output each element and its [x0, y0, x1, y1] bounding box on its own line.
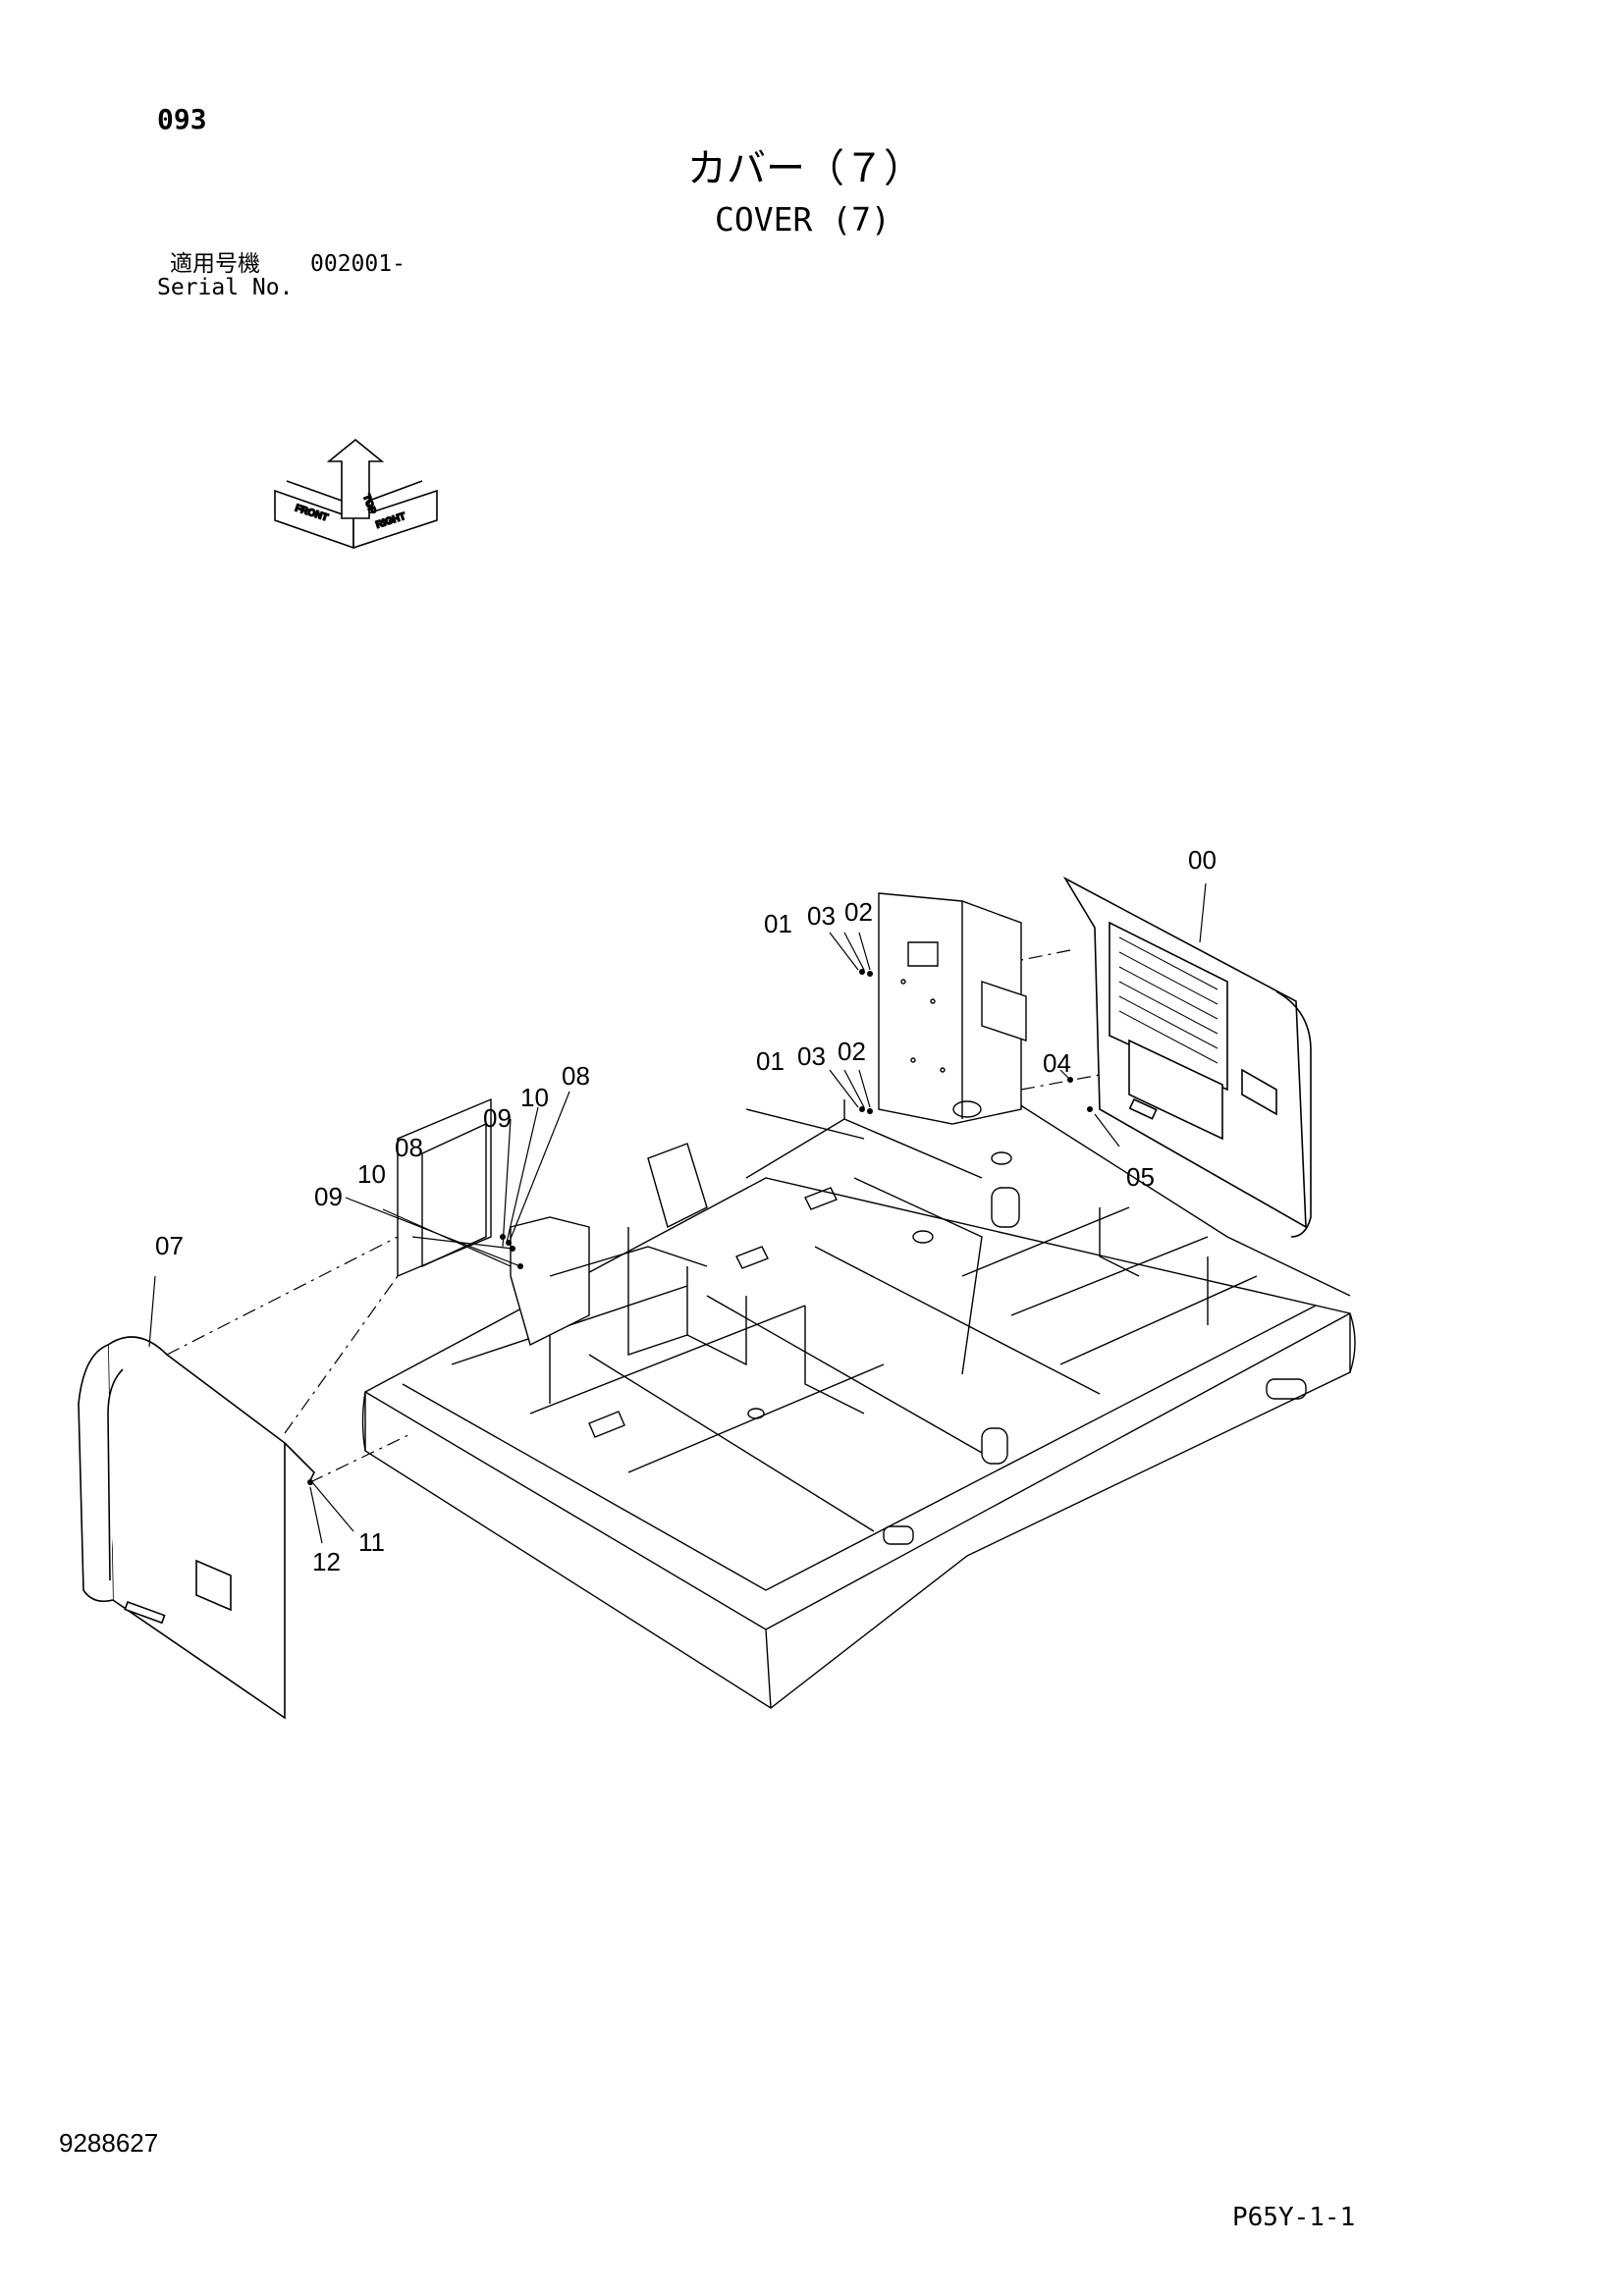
leader-lines	[149, 883, 1206, 1543]
callout-01: 01	[756, 1046, 785, 1076]
serial-label-japanese: 適用号機	[170, 251, 260, 277]
callout-04: 04	[1043, 1048, 1071, 1078]
callout-02: 02	[838, 1037, 866, 1066]
callout-08: 08	[562, 1061, 590, 1091]
callout-05: 05	[1126, 1162, 1155, 1192]
callout-12: 12	[312, 1547, 341, 1576]
callout-00: 00	[1188, 845, 1217, 875]
callout-01: 01	[764, 909, 792, 938]
document-number: 9288627	[59, 2128, 159, 2158]
serial-value: 002001-	[310, 251, 406, 277]
callout-10: 10	[520, 1083, 549, 1112]
callout-03: 03	[807, 901, 836, 931]
serial-label-english: Serial No.	[157, 275, 294, 300]
callout-10: 10	[357, 1159, 386, 1189]
chassis-frame	[363, 1099, 1356, 1708]
part-00-cover	[1065, 879, 1311, 1237]
title-english: COVER (7)	[715, 200, 891, 239]
callout-02: 02	[844, 897, 873, 927]
callout-11: 11	[358, 1527, 385, 1557]
sheet-number: P65Y-1-1	[1232, 2203, 1356, 2232]
callouts: 00 01 03 02 01 03 02 04 05 08 10 09 08 1…	[155, 845, 1217, 1576]
callout-09: 09	[483, 1103, 512, 1133]
title-japanese: カバー（７）	[687, 146, 923, 191]
orientation-up-arrow	[329, 440, 382, 518]
callout-03: 03	[797, 1041, 826, 1071]
part-07-cover	[79, 1337, 314, 1718]
callout-07: 07	[155, 1231, 184, 1260]
orientation-icon: FRONT TOP RIGHT	[275, 440, 437, 548]
rear-upright-panel	[879, 893, 1026, 1124]
left-upright-panel	[398, 1099, 707, 1345]
orientation-right-face	[353, 491, 437, 548]
callout-09: 09	[314, 1182, 343, 1211]
page-number: 093	[157, 103, 207, 135]
callout-08: 08	[395, 1133, 423, 1162]
